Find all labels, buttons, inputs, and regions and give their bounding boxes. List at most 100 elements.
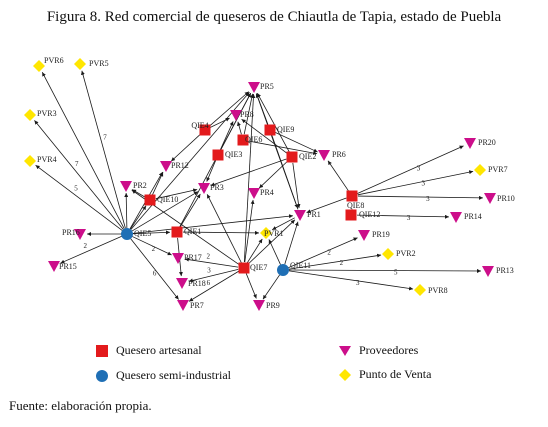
edge-qie5-pvr6 <box>41 72 125 229</box>
edge-qie6-pr5 <box>243 93 254 135</box>
edge-qie8-pr10 <box>357 195 484 200</box>
node-label: PVR3 <box>37 109 57 118</box>
node-label: QIE8 <box>347 201 364 210</box>
edge-weight-label: 3 <box>207 266 211 274</box>
red-square-icon <box>346 190 358 202</box>
node-pr4: PR4 <box>248 188 274 199</box>
node-pr7: PR7 <box>177 300 204 311</box>
node-qie1: QIE1 <box>171 226 201 238</box>
edge-weight-label: 2 <box>340 259 344 267</box>
edge-qie7-pr17 <box>184 257 239 268</box>
node-label: PR7 <box>190 301 204 310</box>
yellow-diamond-icon <box>260 227 272 239</box>
figure-title: Figura 8. Red comercial de queseros de C… <box>46 9 502 25</box>
edge-qie3-pr5 <box>220 92 252 150</box>
edge-qie7-pr7 <box>188 270 240 302</box>
node-label: PR19 <box>372 230 390 239</box>
red-square-icon <box>286 151 298 163</box>
edge-qie5-pr3 <box>131 191 199 232</box>
node-pr13: PR13 <box>482 266 514 277</box>
edge-qie5-qie10 <box>130 205 147 230</box>
edge-qie11-pvr2 <box>288 253 382 270</box>
node-label: PR1 <box>307 210 321 219</box>
magenta-triangle-icon <box>358 230 370 241</box>
node-qie4: QIE4 <box>191 121 211 136</box>
node-pr2: PR2 <box>120 181 147 192</box>
edge-qie4-pr8 <box>210 117 230 128</box>
yellow-diamond-icon <box>24 109 36 121</box>
edge-weight-label: 3 <box>407 214 411 222</box>
red-square-icon <box>144 194 156 206</box>
edge-qie7-pr9 <box>245 273 257 299</box>
edge-pr1-pvr1 <box>271 217 295 231</box>
node-label: QIE4 <box>191 121 208 130</box>
edge-qie2-pr3 <box>210 158 287 187</box>
node-pr16: PR16 <box>62 228 86 240</box>
yellow-diamond-icon <box>474 164 486 176</box>
node-qie7: QIE7 <box>238 262 267 274</box>
magenta-triangle-icon <box>230 110 242 121</box>
node-label: PVR6 <box>44 56 64 65</box>
node-pr15: PR15 <box>48 261 77 272</box>
node-pr10: PR10 <box>484 193 515 204</box>
node-qie11: QIE11 <box>277 261 311 276</box>
node-label: PR6 <box>332 150 346 159</box>
node-pvr3: PVR3 <box>24 109 57 121</box>
edge-qie7-pr5 <box>243 93 256 263</box>
node-qie10: QIE10 <box>144 194 178 206</box>
edge-pr1-pr5 <box>255 93 299 210</box>
node-qie6: QIE6 <box>237 134 262 146</box>
edge-qie7-pvr1 <box>246 238 263 264</box>
edge-qie2-pr4 <box>258 160 288 189</box>
node-label: PVR4 <box>37 155 57 164</box>
edge-weight-label: 3 <box>426 195 430 203</box>
node-label: PR10 <box>497 194 515 203</box>
edge-weight-label: 7 <box>103 133 107 141</box>
node-label: PR5 <box>260 82 274 91</box>
edge-qie8-pr1 <box>306 197 347 214</box>
yellow-diamond-icon <box>24 155 36 167</box>
node-pvr1: PVR1 <box>260 227 284 239</box>
magenta-triangle-icon <box>450 212 462 223</box>
node-label: PR2 <box>133 181 147 190</box>
node-label: PVR2 <box>396 249 416 258</box>
edge-weight-label: 3 <box>421 180 425 188</box>
magenta-triangle-icon <box>198 183 210 194</box>
magenta-triangle-icon <box>294 210 306 221</box>
node-label: QIE2 <box>299 152 316 161</box>
node-label: PR3 <box>210 183 224 192</box>
edge-weight-label: 6 <box>153 270 157 278</box>
edge-qie11-pvr8 <box>288 270 414 291</box>
node-qie8: QIE8 <box>346 190 364 210</box>
edge-qie8-pr6 <box>327 160 349 192</box>
node-pr12: PR12 <box>160 161 189 172</box>
edge-qie4-pr5 <box>209 91 250 127</box>
edge-qie8-pvr7 <box>357 170 474 196</box>
node-label: PR4 <box>260 188 274 197</box>
node-qie3: QIE3 <box>212 149 242 161</box>
edge-qie10-pr3 <box>155 188 198 200</box>
edge-qie9-pr6 <box>275 132 318 153</box>
edge-qie4-pr12 <box>170 133 201 162</box>
magenta-triangle-icon <box>318 150 330 161</box>
node-label: QIE6 <box>245 135 262 144</box>
edge-qie5-pvr5 <box>81 70 126 229</box>
edge-qie7-pr3 <box>206 194 242 263</box>
node-pr8: PR8 <box>230 110 254 121</box>
red-square-icon <box>264 124 276 136</box>
magenta-triangle-icon <box>176 278 188 289</box>
edge-qie5-pr17 <box>132 236 172 256</box>
magenta-triangle-icon <box>172 253 184 264</box>
node-label: PVR8 <box>428 286 448 295</box>
magenta-triangle-icon <box>484 193 496 204</box>
edge-qie2-pr8 <box>241 118 288 154</box>
red-square-icon <box>212 149 224 161</box>
node-label: QIE7 <box>250 263 267 272</box>
node-pr20: PR20 <box>464 138 496 149</box>
edge-weight-label: 5 <box>394 269 398 277</box>
node-pr17: PR17 <box>172 253 202 264</box>
node-label: QIE11 <box>290 261 311 270</box>
magenta-triangle-icon <box>120 181 132 192</box>
node-pr9: PR9 <box>253 300 280 311</box>
red-square-icon <box>345 209 357 221</box>
